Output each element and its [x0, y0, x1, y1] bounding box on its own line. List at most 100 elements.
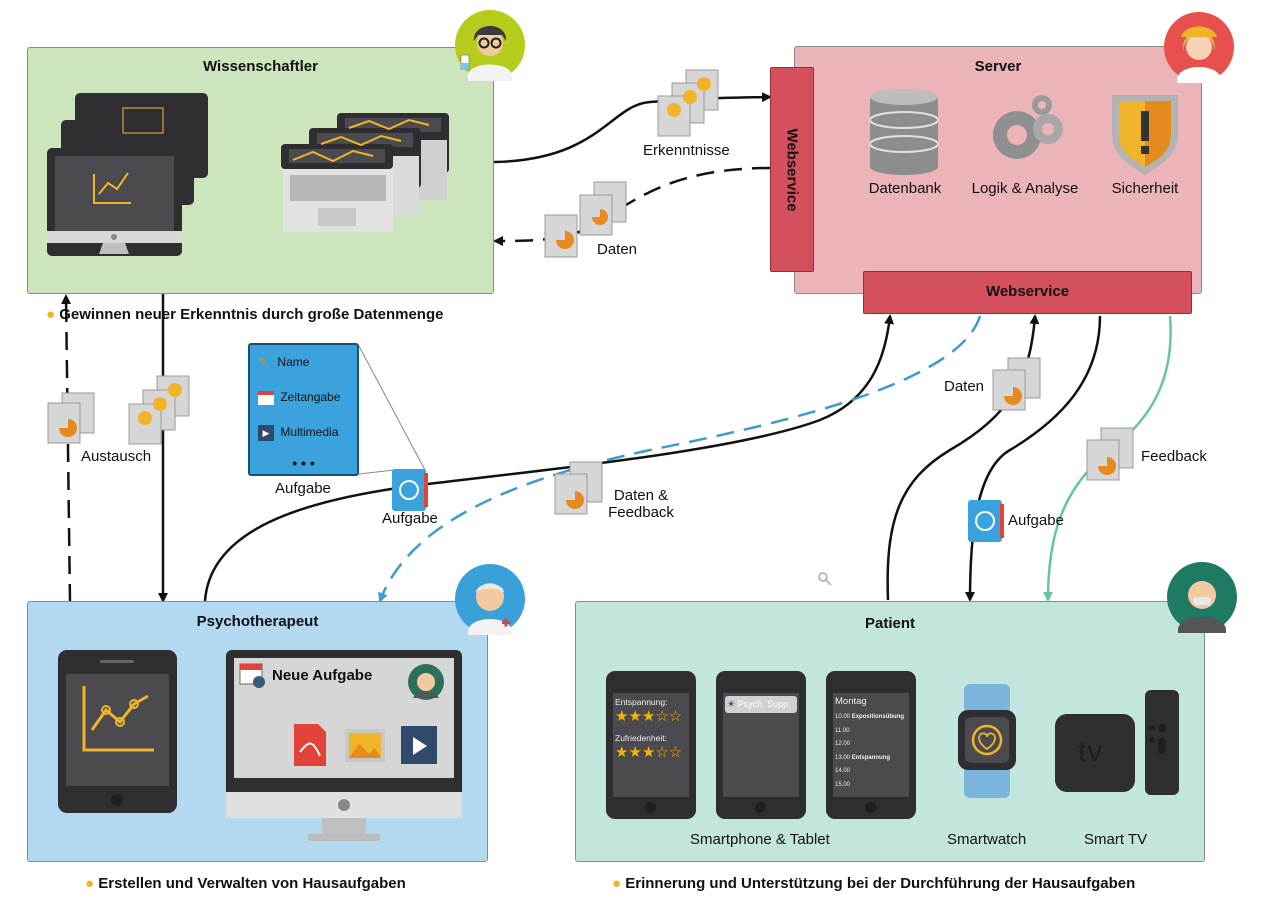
- task-field-multimedia: ▶ Multimedia: [258, 425, 338, 441]
- device-label-watch: Smartwatch: [947, 831, 1027, 848]
- monitor-stack-icon: [47, 93, 208, 256]
- scientist-note-text: Gewinnen neuer Erkenntnis durch große Da…: [59, 306, 444, 323]
- exchange-document-stack-icon: [47, 392, 95, 444]
- scientist-panel: Wissenschaftler: [27, 47, 494, 294]
- therapist-note-text: Erstellen und Verwalten von Hausaufgaben: [98, 875, 406, 892]
- phone-screen: ☀ Psych. Supp.: [723, 693, 799, 797]
- device-label-phones: Smartphone & Tablet: [690, 831, 830, 848]
- pencil-icon: ✎: [258, 355, 269, 369]
- lightbulb-icon: ●: [46, 306, 56, 323]
- flow-label-feedback-patient: Feedback: [1141, 448, 1207, 465]
- pdf-file-icon: [294, 724, 326, 766]
- flow-label-erkenntnisse: Erkenntnisse: [643, 142, 730, 159]
- patient-note-text: Erinnerung und Unterstützung bei der Dur…: [625, 875, 1136, 892]
- task-card-more: • • •: [292, 455, 315, 471]
- server-panel: Server Datenbank Logik & Analyse Sicherh…: [794, 46, 1202, 294]
- insights-document-stack-icon: [128, 375, 190, 445]
- notification-banner: ☀ Psych. Supp.: [725, 696, 797, 713]
- arrow-daten-feedback: [378, 315, 982, 603]
- flow-label-daten-feedback: Daten & Feedback: [608, 487, 674, 521]
- insights-document-stack-icon: [657, 69, 719, 137]
- rating-stars-entspannung: ★★★☆☆: [615, 708, 683, 725]
- new-task-title: Neue Aufgabe: [272, 667, 373, 684]
- schedule-row: 11.00: [835, 727, 850, 734]
- schedule-row: 15.00: [835, 781, 851, 788]
- arrow-erkenntnisse: [493, 92, 772, 164]
- webservice-side-bar[interactable]: Webservice: [770, 67, 814, 272]
- server-component-label: Logik & Analyse: [971, 180, 1079, 197]
- task-card: ✎ Name Zeitangabe ▶ Multimedia • • •: [248, 343, 359, 476]
- scientist-devices: [47, 93, 449, 256]
- therapist-title: Psychotherapeut: [196, 613, 319, 630]
- server-component-label: Datenbank: [868, 180, 942, 197]
- phone-screen: Entspannung: ★★★☆☆ Zufriedenheit: ★★★☆☆: [613, 693, 689, 797]
- scientist-title: Wissenschaftler: [203, 58, 318, 75]
- task-field-time: Zeitangabe: [258, 390, 340, 405]
- rating-stars-zufriedenheit: ★★★☆☆: [615, 744, 683, 761]
- scientist-avatar: [455, 10, 525, 81]
- therapist-avatar: [455, 564, 525, 635]
- smartphone-schedule: Montag 10.00 Expositionsübung 11.00 12.0…: [826, 671, 916, 819]
- patient-avatar: [1167, 562, 1237, 633]
- task-field-name: ✎ Name: [258, 355, 310, 369]
- flow-label-aufgabe-patient: Aufgabe: [1008, 512, 1064, 529]
- arrow-austausch: [61, 294, 72, 603]
- calendar-clock-icon: [239, 663, 265, 688]
- developer-avatar: [1164, 12, 1234, 83]
- device-label-tv: Smart TV: [1084, 831, 1148, 848]
- patient-panel: Patient Entspannung: ★★★☆☆ Zufriedenheit…: [575, 601, 1205, 862]
- therapist-note: ● Erstellen und Verwalten von Hausaufgab…: [85, 875, 406, 892]
- smart-tv-icon: [1055, 690, 1179, 795]
- feedback-document-stack-icon: [1086, 427, 1134, 481]
- laptop-stack-icon: [281, 113, 449, 232]
- flow-label-austausch: Austausch: [81, 448, 152, 465]
- calendar-clock-icon: [258, 390, 274, 405]
- data-feedback-document-stack-icon: [554, 461, 603, 515]
- lightbulb-icon: ●: [612, 875, 622, 892]
- shield-icon: [1112, 95, 1178, 175]
- flow-label-aufgabe-therapist: Aufgabe: [382, 510, 438, 527]
- patient-note: ● Erinnerung und Unterstützung bei der D…: [612, 875, 1135, 892]
- video-file-icon: [401, 726, 437, 764]
- gears-icon: [993, 95, 1063, 159]
- server-component-label: Sicherheit: [1111, 180, 1179, 197]
- data-document-stack-icon: [544, 181, 627, 258]
- schedule-row: 10.00 Expositionsübung: [835, 714, 905, 720]
- schedule-row: 12.00: [835, 741, 851, 747]
- schedule-row: 14.00: [835, 768, 851, 774]
- schedule-row: 13.00 Entspannung: [835, 754, 891, 761]
- scientist-note: ● Gewinnen neuer Erkenntnis durch große …: [46, 306, 443, 323]
- webservice-bottom-label: Webservice: [985, 283, 1070, 300]
- magnifier-icon: [818, 572, 832, 586]
- tv-logo: tv: [1078, 735, 1104, 768]
- therapist-panel: Psychotherapeut: [27, 601, 488, 862]
- home-button: [645, 802, 656, 813]
- lightbulb-icon: ☀: [727, 699, 736, 709]
- server-title: Server: [974, 58, 1022, 75]
- flow-label-daten-scientist: Daten: [597, 241, 638, 258]
- phone-screen: Montag 10.00 Expositionsübung 11.00 12.0…: [833, 693, 909, 797]
- smartwatch-icon: [958, 684, 1016, 798]
- home-button: [865, 802, 876, 813]
- tablet-chart-icon: [58, 650, 177, 813]
- desktop-monitor-icon: [226, 650, 462, 841]
- home-button: [755, 802, 766, 813]
- notification-text: Psych. Supp.: [737, 699, 791, 709]
- data-document-stack-icon: [992, 357, 1041, 411]
- smartphone-notification: ☀ Psych. Supp.: [716, 671, 806, 819]
- schedule-day: Montag: [835, 696, 867, 707]
- image-file-icon: [345, 729, 385, 762]
- patient-title: Patient: [864, 615, 915, 632]
- lightbulb-icon: ●: [85, 875, 95, 892]
- flow-label-daten-patient: Daten: [944, 378, 985, 395]
- webservice-bottom-bar[interactable]: Webservice: [863, 271, 1192, 314]
- task-card-caption: Aufgabe: [275, 480, 331, 497]
- therapist-devices: [58, 650, 462, 841]
- rating-label-zufriedenheit: Zufriedenheit:: [615, 733, 667, 743]
- arrow-aufgabe-patient: [965, 315, 1102, 602]
- smartphone-ratings: Entspannung: ★★★☆☆ Zufriedenheit: ★★★☆☆: [606, 671, 696, 819]
- server-component-icons: [869, 89, 1178, 175]
- film-icon: ▶: [258, 425, 274, 441]
